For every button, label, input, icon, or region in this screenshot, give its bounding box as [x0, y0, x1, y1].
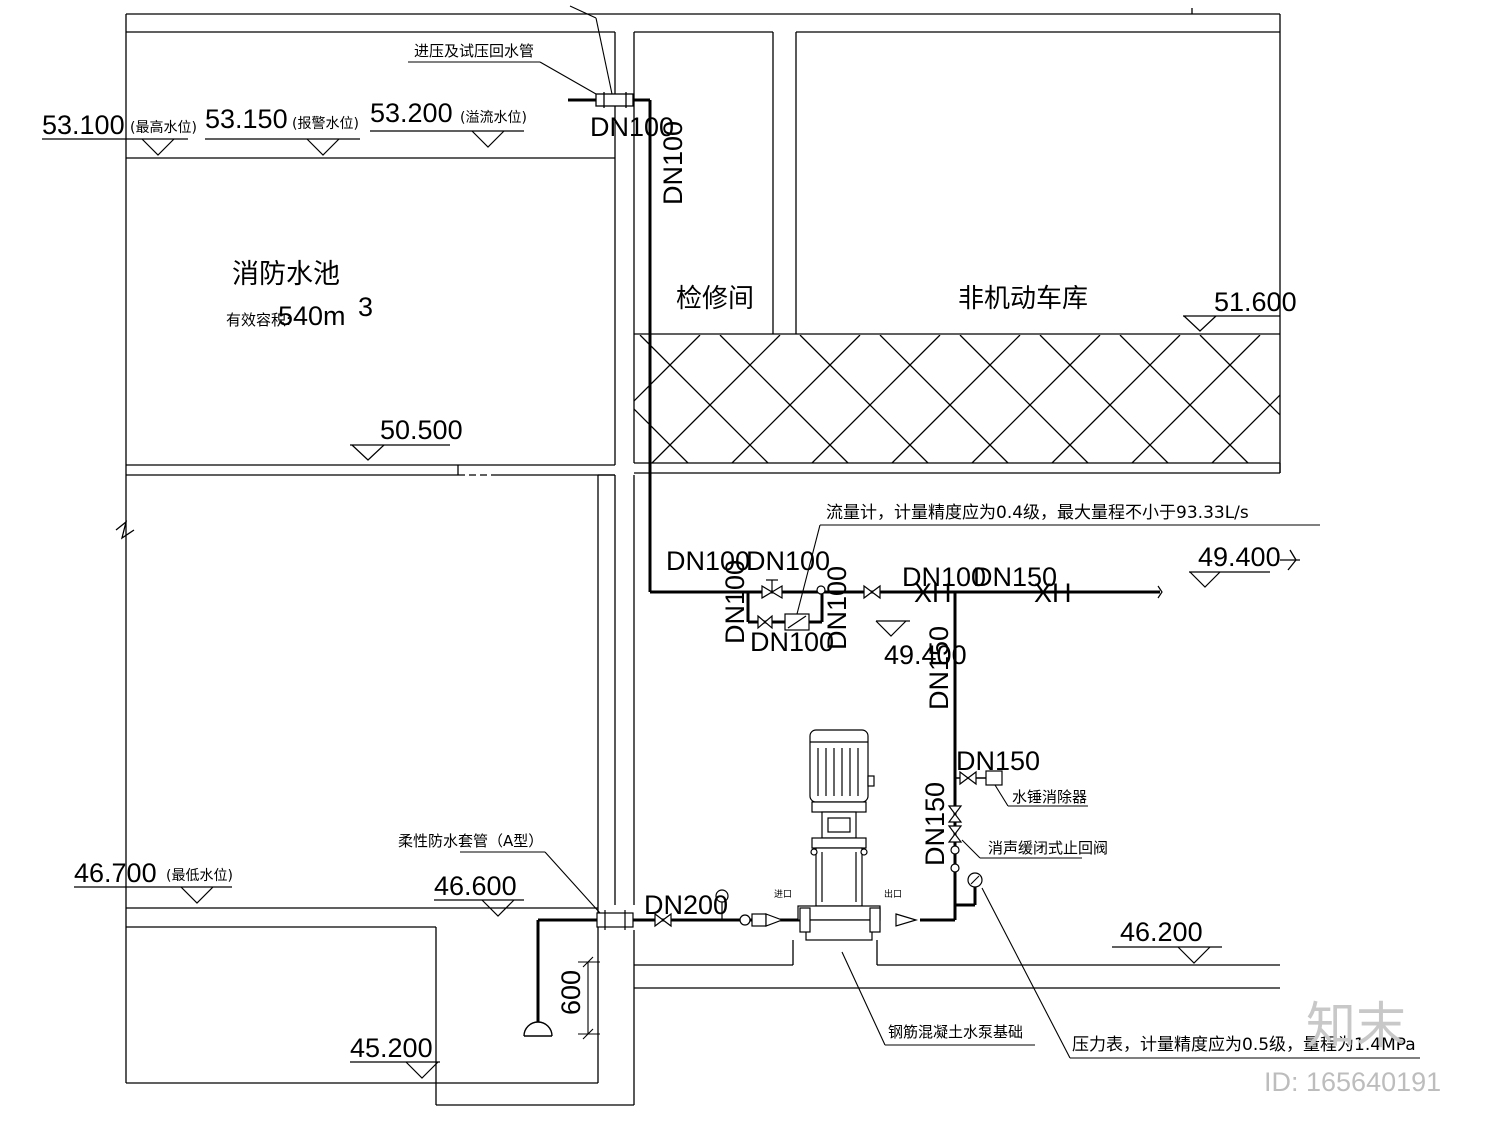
water-hammer-arrestor-icon [985, 770, 1003, 786]
dn100-top: DN100 [590, 112, 674, 142]
sleeve-label: 柔性防水套管（A型） [398, 832, 543, 850]
gauge-note: 压力表，计量精度应为0.5级，量程为1.4MPa [1072, 1035, 1416, 1055]
dn100-f: DN100 [822, 566, 852, 650]
level-marker-pipe-left [875, 620, 910, 637]
xh-a: XH [914, 578, 952, 608]
dn150-c: DN150 [956, 746, 1040, 776]
dn150-d: DN150 [920, 782, 950, 866]
level-pipe-right: 49.400 [1198, 542, 1281, 572]
dn100-e: DN100 [750, 627, 834, 657]
level-pit: 45.200 [350, 1033, 433, 1063]
watermark-logo: 知末 [1306, 998, 1406, 1054]
pool-volume-sup: 3 [358, 292, 373, 322]
inlet-tag: 进口 [774, 889, 792, 900]
level-marker-pipe-right [1189, 571, 1270, 588]
watermark-id: ID: 165640191 [1264, 1067, 1442, 1097]
level-min: 46.700 [74, 858, 157, 888]
dn100-b: DN100 [746, 546, 830, 576]
pump-base-label: 钢筋混凝土水泵基础 [888, 1023, 1023, 1041]
level-alarm: 53.150 [205, 104, 288, 134]
dim-600-label: 600 [556, 970, 586, 1015]
level-markers [42, 130, 1280, 1079]
check-valve-label: 消声缓闭式止回阀 [988, 839, 1108, 857]
outlet-tag: 出口 [884, 888, 902, 900]
level-marker-overflow [370, 130, 524, 148]
suction-line [460, 851, 919, 1037]
level-overflow-note: (溢流水位) [460, 110, 527, 126]
dn100-d: DN100 [720, 560, 750, 644]
level-marker-pool-bottom [350, 444, 450, 461]
level-floor: 46.200 [1120, 917, 1203, 947]
dn200: DN200 [644, 890, 728, 920]
slab-hatch [634, 335, 1280, 463]
pump-base-leader [841, 951, 886, 1046]
pump-unit [797, 729, 881, 941]
level-marker-max [42, 138, 188, 156]
level-overflow: 53.200 [370, 98, 453, 128]
flowmeter-note: 流量计，计量精度应为0.4级，最大量程不小于93.33L/s [826, 503, 1249, 523]
level-pipe-left: 49.400 [884, 640, 967, 670]
bike-garage-label: 非机动车库 [958, 284, 1088, 314]
level-marker-alarm [205, 138, 360, 156]
xh-b: XH [1034, 578, 1072, 608]
level-marker-pump-room [434, 899, 524, 917]
dn150-a: DN150 [973, 562, 1057, 592]
level-marker-garage [1183, 315, 1280, 332]
maintenance-room-label: 检修间 [676, 284, 754, 314]
discharge-header [650, 524, 1420, 1059]
dn100-vertical: DN100 [658, 121, 688, 205]
level-alarm-note: (报警水位) [292, 116, 359, 132]
level-marker-min [74, 886, 232, 904]
structure-walls [115, 8, 1300, 1106]
water-hammer-label: 水锤消除器 [1012, 788, 1087, 806]
level-marker-pit [350, 1061, 440, 1079]
inlet-pipe-label: 进压及试压回水管 [414, 42, 534, 60]
dn150-b: DN150 [924, 626, 954, 710]
level-min-note: (最低水位) [166, 868, 233, 884]
annotations: 进压及试压回水管 DN100 DN100 53.100 (最高水位) 53.15… [42, 42, 1416, 1063]
pool-volume-value: 540m [278, 301, 346, 331]
dimension-600 [578, 956, 600, 1040]
level-max-note: (最高水位) [130, 119, 197, 136]
level-marker-floor [1112, 946, 1222, 964]
dn100-a: DN100 [666, 546, 750, 576]
level-pump-room: 46.600 [434, 871, 517, 901]
inlet-pipe [408, 5, 652, 592]
level-max: 53.100 [42, 110, 125, 140]
level-garage: 51.600 [1214, 287, 1297, 317]
pool-name: 消防水池 [232, 259, 340, 290]
pool-volume-label: 有效容积: [226, 311, 291, 329]
level-pool-bottom: 50.500 [380, 415, 463, 445]
dn100-c: DN100 [902, 562, 986, 592]
